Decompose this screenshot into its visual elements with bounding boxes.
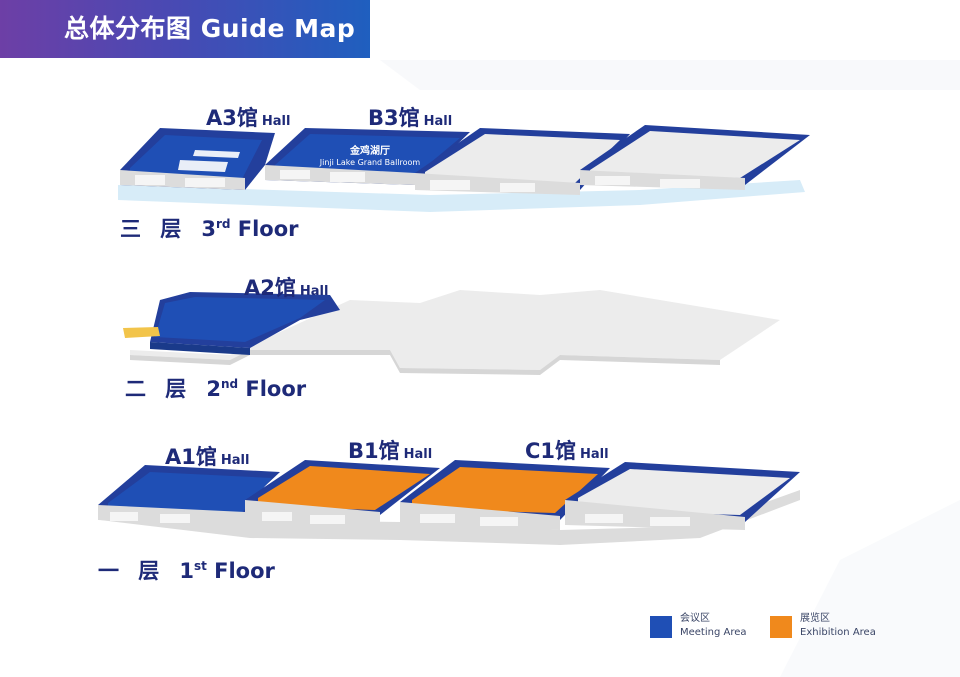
hall-a3-code: A3馆 [206, 106, 258, 130]
hall-c3-block[interactable] [415, 128, 630, 195]
hall-d3-block[interactable] [580, 125, 810, 190]
hall-a1-block[interactable] [98, 465, 280, 525]
hall-a2-word: Hall [299, 284, 329, 299]
floor-2-map [123, 290, 780, 375]
floor-label-3: 三 层 3rd Floor [120, 213, 299, 243]
floor-label-1: 一 层 1st Floor [98, 555, 275, 585]
hall-b1-word: Hall [403, 447, 433, 462]
legend-meeting-swatch [650, 616, 672, 638]
hall-c1-code: C1馆 [525, 439, 577, 463]
hall-b3-word: Hall [423, 114, 453, 129]
ballroom-name-en: Jinji Lake Grand Ballroom [319, 158, 421, 167]
guide-map-title: 总体分布图 Guide Map [0, 0, 370, 58]
floor-3-word: Floor [237, 217, 299, 241]
background-decoration [380, 60, 960, 677]
floor-2-word: Floor [245, 377, 307, 401]
hall-a2-block[interactable] [150, 292, 340, 355]
hall-b3-block[interactable] [265, 128, 470, 185]
floor-1-suffix: st [193, 559, 207, 573]
floor-label-2: 二 层 2nd Floor [125, 373, 306, 403]
floor-2-suffix: nd [220, 377, 239, 391]
floor-3-suffix: rd [215, 217, 231, 231]
floor-1-num: 1 [179, 559, 194, 583]
hall-b1-block[interactable] [245, 460, 440, 528]
legend-meeting-cn: 会议区 [680, 613, 710, 624]
floor-3-map [118, 125, 810, 212]
legend-exhibition-cn: 展览区 [800, 613, 830, 624]
floor-1-word: Floor [214, 559, 275, 583]
hall-a1-word: Hall [220, 453, 250, 468]
floor-2-cn: 二 层 [125, 377, 193, 401]
accent-yellow-block [123, 327, 160, 338]
legend-meeting-en: Meeting Area [680, 627, 747, 638]
legend-exhibition-swatch [770, 616, 792, 638]
hall-c1-word: Hall [580, 447, 609, 462]
legend-exhibition-en: Exhibition Area [800, 627, 876, 638]
hall-b3-code: B3馆 [368, 106, 420, 130]
ballroom-name-cn: 金鸡湖厅 [350, 146, 390, 157]
floor-1-map [98, 460, 800, 545]
hall-b1-code: B1馆 [348, 439, 400, 463]
floor-3-num: 3 [201, 217, 216, 241]
hall-a2-code: A2馆 [244, 276, 296, 300]
floor-1-cn: 一 层 [98, 559, 166, 583]
floor-2-num: 2 [206, 377, 221, 401]
floor-2-slab [130, 290, 780, 375]
hall-a3-word: Hall [261, 114, 291, 129]
ballroom-label: 金鸡湖厅 Jinji Lake Grand Ballroom [305, 146, 435, 168]
hall-c1-block[interactable] [400, 460, 610, 530]
floor-3-cn: 三 层 [120, 217, 188, 241]
hall-a1-code: A1馆 [165, 445, 217, 469]
hall-d1-block[interactable] [565, 462, 800, 530]
hall-a3-block[interactable] [120, 128, 275, 190]
